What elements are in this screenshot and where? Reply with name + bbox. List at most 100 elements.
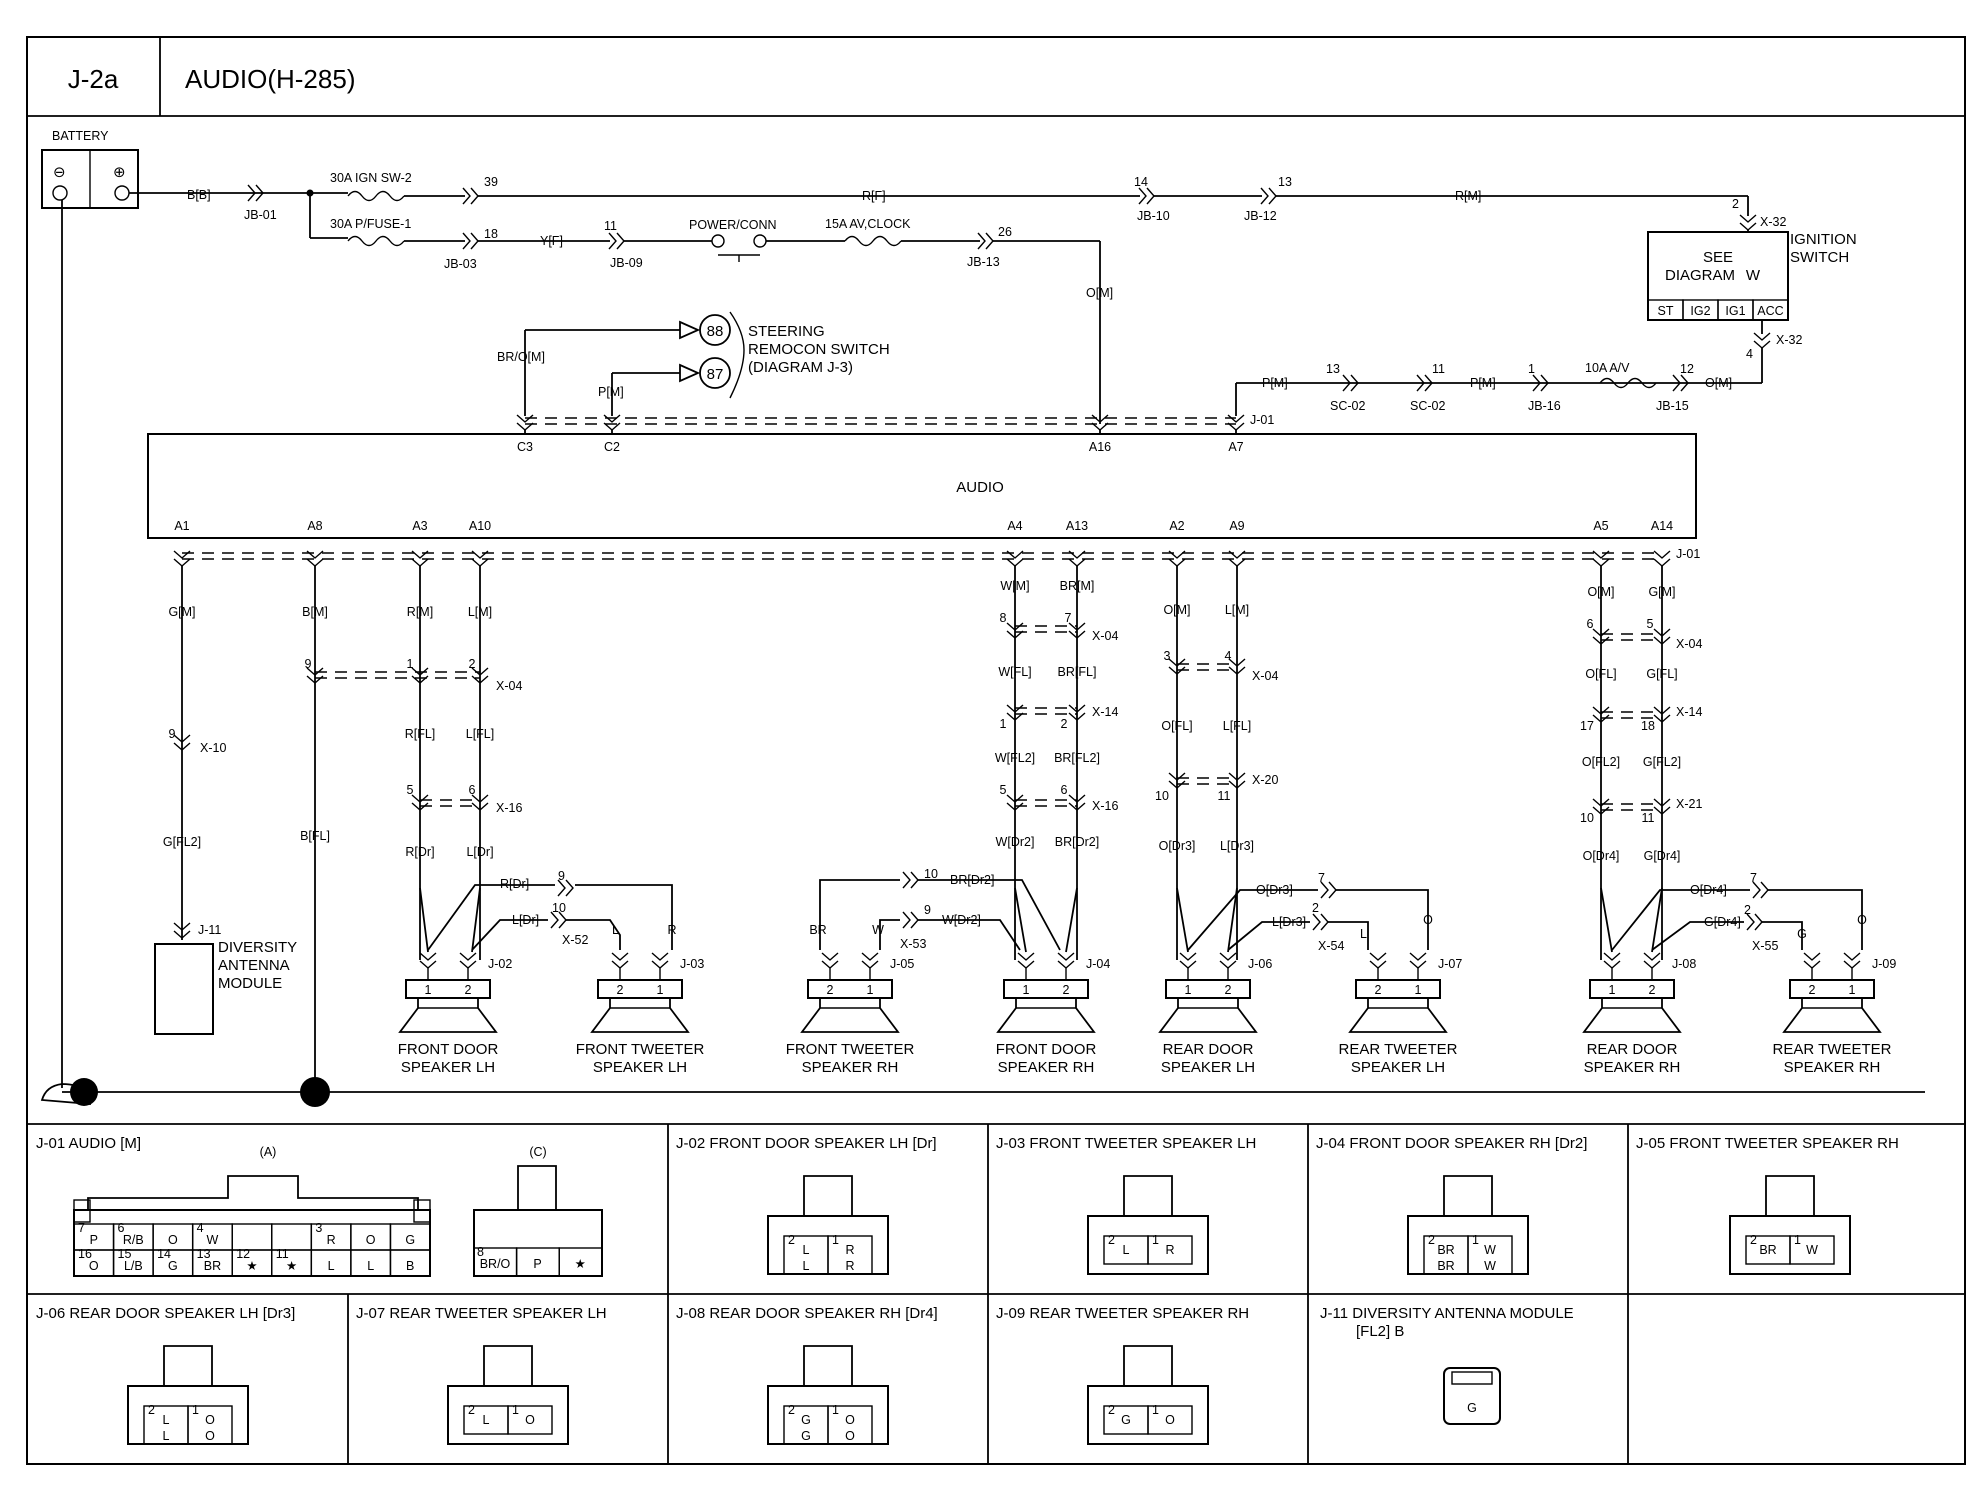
rl-p2: 2 — [1312, 901, 1319, 915]
j05-cell — [1789, 1235, 1835, 1265]
a14-pin2: 18 — [1641, 719, 1655, 733]
a9-bottom: L[Dr3] — [1220, 839, 1254, 853]
ground-g: G — [78, 1085, 90, 1102]
speaker-label-1: FRONT TWEETER — [576, 1041, 705, 1058]
audio-top-pin: A7 — [1228, 440, 1243, 454]
fuse-av-label: 10A A/V — [1585, 361, 1630, 375]
rr-odr4: O[Dr4] — [1690, 883, 1727, 897]
a9-conn1: X-04 — [1252, 669, 1278, 683]
pin-13a: 13 — [1278, 175, 1292, 189]
fr-wdr2: W[Dr2] — [942, 913, 981, 927]
j06-cell-num: 1 — [192, 1403, 199, 1417]
pin-2: 2 — [1732, 197, 1739, 211]
wire-bb: B[B] — [187, 188, 211, 202]
a2-pin2: 10 — [1155, 789, 1169, 803]
audio-bottom-pin: A10 — [469, 519, 491, 533]
speaker-pin-left: 2 — [1375, 983, 1382, 997]
battery-terminal-neg — [52, 185, 68, 201]
fr-br-wire — [819, 879, 900, 950]
a9-pin1: 4 — [1225, 649, 1232, 663]
j02-shell — [803, 1175, 853, 1216]
j11-title: J-11 DIVERSITY ANTENNA MODULE — [1320, 1305, 1574, 1322]
x53-b — [902, 911, 919, 929]
pin-11a: 11 — [604, 219, 617, 233]
j08-cell-num: 2 — [788, 1403, 795, 1417]
antenna-l2: ANTENNA — [218, 957, 290, 974]
steering-label3: (DIAGRAM J-3) — [748, 359, 853, 376]
j04-shell — [1443, 1175, 1493, 1216]
pin-12: 12 — [1680, 362, 1694, 376]
audio-top-pin: A16 — [1089, 440, 1111, 454]
speaker-cone — [1782, 998, 1882, 1033]
a14-conn1: X-04 — [1676, 637, 1702, 651]
fuse-ign-sw2 — [347, 190, 405, 202]
j01-cell-val: G — [168, 1259, 178, 1273]
speaker-pin-connector — [1179, 952, 1197, 969]
j06-shell — [163, 1345, 213, 1386]
fr-br: BR — [809, 923, 826, 937]
wire-brom: BR/O[M] — [497, 350, 545, 364]
rl-odr3-wire — [1187, 889, 1318, 951]
j11-label: J-11 — [198, 923, 221, 937]
connector-jb13 — [977, 232, 994, 250]
a14-pin1: 5 — [1647, 617, 1654, 631]
j03-shell — [1123, 1175, 1173, 1216]
a1-j11-connector — [173, 922, 191, 939]
j08-cell-val2: O — [845, 1429, 855, 1443]
speaker-label-1: REAR TWEETER — [1773, 1041, 1892, 1058]
a9-c2 — [1228, 772, 1246, 789]
j11-latch — [1451, 1371, 1493, 1385]
a1-top: G[M] — [168, 605, 195, 619]
speaker-connector — [1589, 979, 1675, 999]
rl-bend-b — [1227, 887, 1238, 953]
jb13-label: JB-13 — [967, 255, 1000, 269]
a5-top: O[M] — [1587, 585, 1614, 599]
x52-connector-a — [557, 879, 574, 897]
ground-g-circle — [70, 1078, 98, 1106]
ignition-terminal — [1752, 299, 1789, 321]
jb01-label: JB-01 — [244, 208, 277, 222]
j01-cell — [389, 1249, 431, 1277]
audio-top-pin: C2 — [604, 440, 620, 454]
connector-18 — [462, 232, 479, 250]
fl-bend-a — [419, 887, 429, 953]
ignition-see: SEE — [1703, 249, 1733, 266]
a10-pin2: 6 — [469, 783, 476, 797]
j01-cell-num: 12 — [236, 1247, 250, 1261]
a14-bottom: G[Dr4] — [1644, 849, 1681, 863]
speaker-pin-right: 2 — [1063, 983, 1070, 997]
rl-o-wire — [1336, 889, 1429, 950]
power-conn-contact-a — [711, 234, 725, 248]
a1-connector — [173, 734, 191, 751]
a8-top: B[M] — [302, 605, 328, 619]
connector-x32b — [1753, 332, 1771, 349]
ignition-terminal-label: ACC — [1757, 304, 1783, 318]
speaker-connector — [807, 979, 893, 999]
j07-shell — [483, 1345, 533, 1386]
x52-label: X-52 — [562, 933, 588, 947]
j07-cell — [507, 1405, 553, 1435]
j03-title: J-03 FRONT TWEETER SPEAKER LH — [996, 1135, 1256, 1152]
j01-a-latch-r — [413, 1199, 431, 1223]
speaker-pin-right: 1 — [1415, 983, 1422, 997]
a13-conn2: X-14 — [1092, 705, 1118, 719]
speaker-j-label: J-05 — [890, 957, 914, 971]
j01-cell-val: R — [327, 1233, 336, 1247]
rr-gdr4: G[Dr4] — [1704, 915, 1741, 929]
fuse-av — [1599, 377, 1657, 389]
speaker-pin-right: 1 — [867, 983, 874, 997]
a13-pin2: 2 — [1061, 717, 1068, 731]
speaker-label-2: SPEAKER RH — [802, 1059, 899, 1076]
battery-terminal-pos — [114, 185, 130, 201]
connector-jb15 — [1672, 374, 1689, 392]
jb10-label: JB-10 — [1137, 209, 1170, 223]
a13-top: BR[M] — [1060, 579, 1095, 593]
fuse-p-label: 30A P/FUSE-1 — [330, 217, 411, 231]
speaker-label-1: REAR DOOR — [1587, 1041, 1678, 1058]
speaker-pin-connector — [1409, 952, 1427, 969]
speaker-label-2: SPEAKER RH — [1784, 1059, 1881, 1076]
j07-body — [447, 1385, 569, 1445]
diagram-title: AUDIO(H-285) — [185, 64, 355, 94]
ground-19: 19 — [307, 1085, 324, 1102]
rl-l: L — [1360, 927, 1367, 941]
